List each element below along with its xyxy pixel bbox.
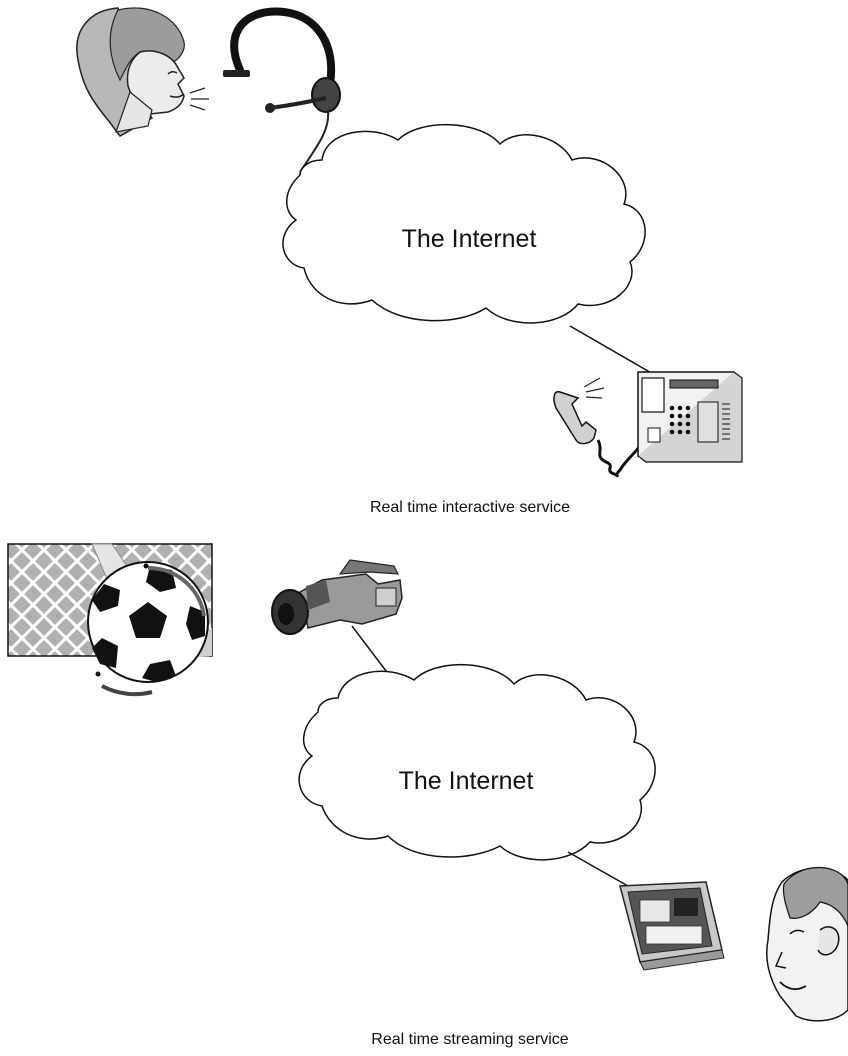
media-display-icon bbox=[620, 882, 724, 970]
speaking-woman-icon bbox=[77, 8, 209, 136]
caption-interactive: Real time interactive service bbox=[370, 499, 570, 516]
desk-phone-icon bbox=[554, 372, 742, 476]
cloud-label-top: The Internet bbox=[402, 225, 537, 253]
cloud-label-bottom: The Internet bbox=[399, 767, 534, 795]
internet-cloud-bottom bbox=[299, 665, 655, 860]
link-top-phone bbox=[570, 326, 660, 378]
link-cloud-display bbox=[568, 852, 628, 886]
soccer-goal-icon bbox=[8, 544, 212, 694]
internet-cloud-top bbox=[283, 125, 645, 323]
video-camera-icon bbox=[272, 560, 402, 634]
headset-icon bbox=[223, 12, 340, 172]
caption-streaming: Real time streaming service bbox=[371, 1031, 569, 1048]
smiling-man-icon bbox=[767, 868, 848, 1021]
